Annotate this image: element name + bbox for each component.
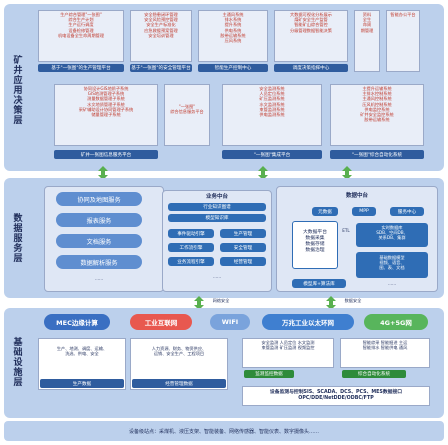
business-more: …… — [212, 274, 222, 279]
model-knowledge-base: 模型知识库 — [168, 214, 266, 222]
dispatch-center-bar: 调度决策指挥中心 — [274, 64, 348, 72]
map-service: 协同及地图服务 — [56, 192, 142, 206]
document-service: 文档服务 — [56, 234, 142, 248]
data-parsing-service: 数据解析服务 — [56, 255, 142, 269]
database-box: 实时数据库 SDB、空间DB、 关系DB、集群 — [356, 223, 428, 247]
data-security-label: 数据安全 — [344, 298, 362, 303]
safety-mgmt: 安全管理 — [220, 243, 266, 252]
production-mgmt: 生产管理 — [220, 229, 266, 238]
safety-platform-bar: 基于"一张图"的安全管理平台 — [130, 64, 192, 72]
operations-data-bar: 经营管理数据 — [132, 379, 226, 388]
services-more: …… — [94, 276, 104, 281]
gis-geology-box: 协同设计GIS地质子系统 GIS地测管理子系统 测量数据管理子系统 水文地质管理… — [54, 84, 158, 146]
event-engine: 事件驱动引擎 — [168, 229, 214, 238]
report-service: 报表服务 — [56, 213, 142, 227]
service-center: 服务中心 — [390, 207, 424, 216]
big-data-platform: 大数据平台 数据采集 数据存储 数据治理 — [292, 221, 338, 269]
production-control-box: 主通风系统 排水系统 提升系统 供电系统 胶带运输系统 压风系统 — [198, 10, 268, 62]
etl-label: ETL — [342, 228, 350, 233]
document-lifecycle-box: 资料 全生 命周 期管理 — [354, 10, 380, 72]
device-footer: 设备级站点：采煤机、液压支架、智能装备、网络传感器、智能仪表、数字摄像头…… — [4, 421, 444, 441]
gigabit-ethernet-ring: 万兆工业以太环网 — [262, 314, 354, 330]
up-arrow-2 — [258, 165, 268, 180]
device-footer-text: 设备级站点：采煤机、液压支架、智能装备、网络传感器、智能仪表、数字摄像头…… — [128, 428, 319, 435]
automation-data-box: 智能综采 智能掘进 主运 智能排水 智能供电 通风 — [340, 338, 430, 368]
network-security-label: 网络安全 — [212, 298, 230, 303]
infrastructure-layer-label: 基础设施层 — [11, 337, 22, 387]
data-more: …… — [387, 281, 397, 286]
production-data-bar: 生产数据 — [40, 379, 124, 388]
safety-monitoring-box: 安全监测系统 人员定位系统 矿压监测系统 水文监测系统 束管监测系统 供电监测系… — [222, 84, 322, 146]
up-arrow-5 — [326, 295, 336, 310]
data-platform-title: 数据中台 — [345, 193, 368, 199]
production-platform-bar: 基于"一张图"的生产管理平台 — [38, 64, 124, 72]
control-center-bar: 智能生产控制中心 — [198, 64, 268, 72]
one-map-service-bar: 矿井一张图信息服务平台 — [54, 150, 158, 159]
one-map-automation-bar: "一张图"综合自动化系统 — [330, 150, 424, 159]
data-service-layer-label: 数据服务层 — [11, 213, 22, 263]
production-management-box: 生产综合管理"一张图" 综合生产计划 生产运行调度 设备检修管理 机电设备全生命… — [38, 10, 124, 62]
up-arrow-3 — [342, 165, 352, 180]
industrial-internet: 工业互联网 — [130, 314, 192, 330]
workflow-engine: 工作流引擎 — [168, 243, 214, 252]
protocol-interface-bar: 设备监测与控制SIS、SCADA、DCS、PCS、MES数据接口 OPC/DDE… — [242, 386, 430, 406]
4g-5g-network: 4G+5G网 — [364, 314, 428, 330]
metadata: 元数据 — [312, 207, 338, 216]
monitoring-data-bar: 监测监控数据 — [244, 370, 294, 378]
automation-data-bar: 综合自动化系统 — [342, 370, 406, 378]
wifi: WIFI — [210, 314, 250, 330]
dispatch-command-box: 大数据可视化分析展示 煤矿安全生产监管 智能矿山综合管控 分级管理数据智能决策 — [274, 10, 348, 62]
smart-office-box: 智能办公平台 — [386, 10, 420, 72]
monitoring-data-box: 安全监测 人员定位 水文监测 束管监测 矿压监测 视频监控 — [242, 338, 334, 368]
mec-edge-computing: MEC边缘计算 — [44, 314, 110, 330]
decision-layer-label: 矿井应用决策层 — [11, 55, 22, 125]
model-algorithm-library: 模型库+算法库 — [292, 279, 346, 288]
knowledge-graph: 行业知识图谱 — [168, 203, 266, 211]
up-arrow-1 — [98, 165, 108, 180]
business-platform-title: 业务中台 — [205, 194, 228, 200]
safety-management-box: 安全隐患闭环管理 安全风险预控管理 安全生产标准化 应急救援预案管理 安全培训管… — [130, 10, 192, 62]
mpp: MPP — [352, 207, 376, 216]
up-arrow-4 — [194, 295, 204, 310]
operations-mgmt: 经营管理 — [220, 257, 266, 266]
one-map-integration-bar: "一张图"集成平台 — [222, 150, 322, 159]
business-process-engine: 业务流程引擎 — [168, 257, 214, 266]
automation-box: 主提升运输系统 主排水控制系统 主通风控制系统 压风机控制系统 供电监控系统 矿… — [330, 84, 424, 146]
data-model-box: 基础数据模型 视频、语音、 图、表、文档 — [356, 252, 428, 278]
info-service-box: "一张图" 综合信息服务平台 — [164, 84, 210, 146]
